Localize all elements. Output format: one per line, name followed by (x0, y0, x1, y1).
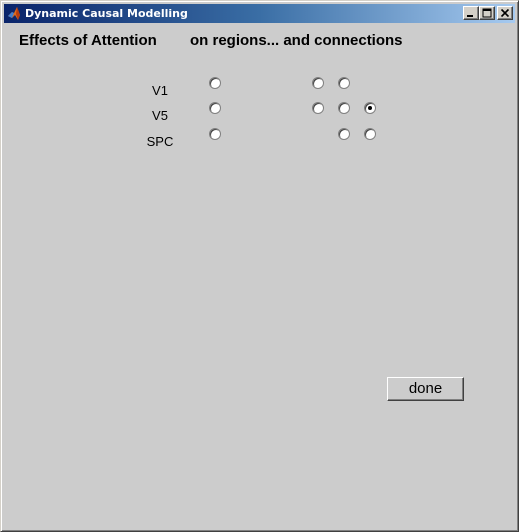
radio-selected-dot (368, 106, 372, 110)
connection-radio-2-1[interactable] (312, 102, 324, 114)
region-label-v1: V1 (152, 83, 168, 98)
regions-connections-heading: on regions... and connections (190, 32, 403, 49)
connection-radio-1-1[interactable] (312, 77, 324, 89)
close-button[interactable] (497, 6, 513, 20)
region-label-spc: SPC (146, 134, 174, 149)
connection-radio-2-3[interactable] (364, 102, 376, 114)
minimize-icon (467, 15, 473, 17)
region-radio-v5[interactable] (209, 102, 221, 114)
connection-radio-1-2[interactable] (338, 77, 350, 89)
attention-heading: Effects of Attention (19, 32, 157, 49)
title-bar[interactable]: Dynamic Causal Modelling (4, 4, 515, 23)
region-radio-v1[interactable] (209, 77, 221, 89)
region-radio-spc[interactable] (209, 128, 221, 140)
maximize-button[interactable] (479, 6, 495, 20)
connection-radio-3-2[interactable] (338, 128, 350, 140)
connection-radio-3-3[interactable] (364, 128, 376, 140)
region-label-v5: V5 (152, 108, 168, 123)
close-icon (500, 8, 510, 18)
maximize-icon (482, 8, 492, 18)
connection-radio-2-2[interactable] (338, 102, 350, 114)
matlab-logo-icon (7, 6, 22, 21)
dialog-body: Effects of Attention on regions... and c… (5, 24, 515, 529)
window-title: Dynamic Causal Modelling (25, 7, 188, 20)
done-button[interactable]: done (387, 377, 464, 401)
minimize-button[interactable] (463, 6, 479, 20)
